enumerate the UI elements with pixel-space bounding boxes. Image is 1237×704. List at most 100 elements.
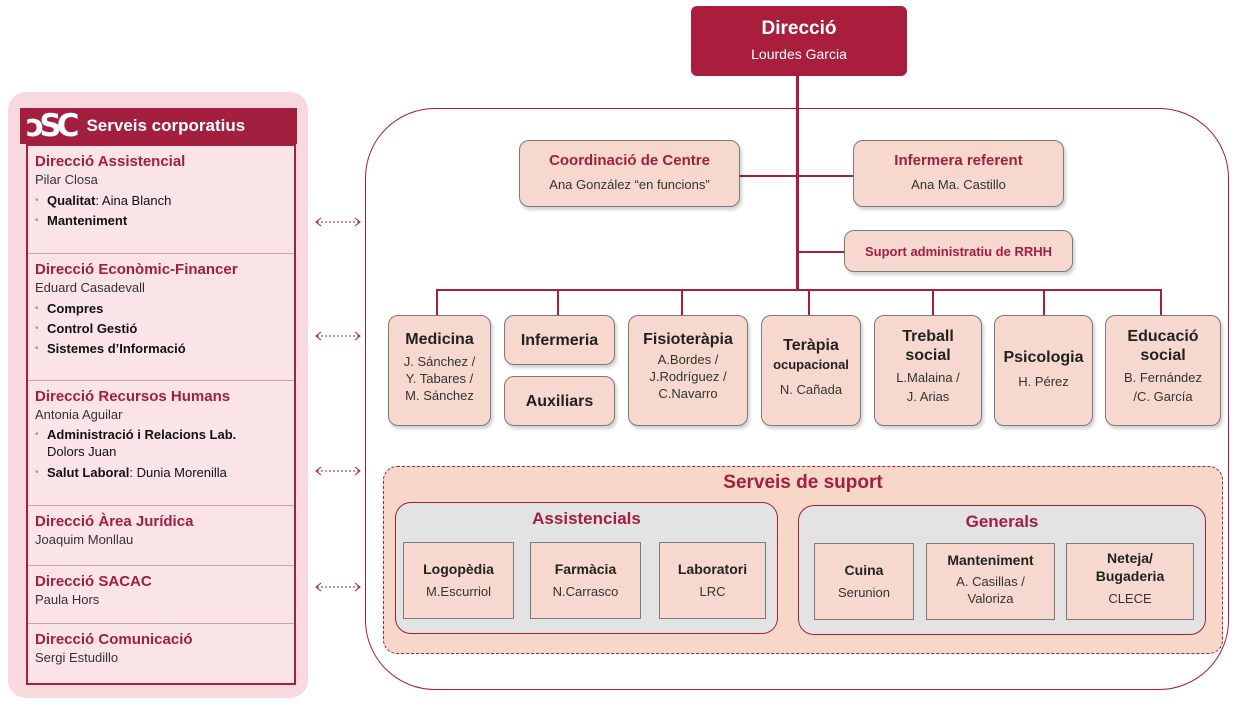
section-heading: Direcció Econòmic-Financer	[35, 261, 238, 278]
section-person: Antonia Aguilar	[35, 407, 123, 422]
dept-name: J.Rodríguez /	[649, 369, 727, 384]
leaf-manteniment: Manteniment A. Casillas / Valoriza	[926, 543, 1055, 620]
leaf-name: A. Casillas /	[956, 574, 1025, 589]
corp-section-economic: Direcció Econòmic-Financer Eduard Casade…	[28, 254, 294, 381]
dept-fisioterapia: Fisioteràpia A.Bordes / J.Rodríguez / C.…	[628, 315, 748, 426]
list-item: •Manteniment	[35, 211, 294, 231]
corp-section-juridica: Direcció Àrea Jurídica Joaquim Monllau	[28, 506, 294, 566]
leaf-subtitle: Bugaderia	[1095, 568, 1165, 584]
suport-rrhh-box: Suport administratiu de RRHH	[844, 230, 1073, 272]
dept-treball: Treball social L.Malaina / J. Arias	[874, 315, 982, 426]
dept-title: Teràpia	[783, 337, 839, 354]
leaf-neteja: Neteja/ Bugaderia CLECE	[1066, 543, 1194, 620]
double-arrow-icon	[315, 582, 361, 592]
bullet-icon: •	[35, 323, 39, 334]
section-heading: Direcció Assistencial	[35, 153, 186, 170]
double-arrow-icon	[315, 331, 361, 341]
dept-title: Infermeria	[520, 331, 599, 349]
infermera-title: Infermera referent	[894, 152, 1023, 169]
dept-name: N. Cañada	[779, 382, 843, 397]
infermera-box: Infermera referent Ana Ma. Castillo	[853, 140, 1064, 207]
bullet-icon: •	[35, 429, 39, 440]
connector-line	[436, 289, 438, 315]
double-arrow-icon	[315, 217, 361, 227]
dept-medicina: Medicina J. Sánchez / Y. Tabares / M. Sá…	[388, 315, 491, 426]
dept-subtitle: social	[905, 347, 951, 364]
corp-section-assistencial: Direcció Assistencial Pilar Closa •Quali…	[28, 146, 294, 254]
dept-name: C.Navarro	[658, 386, 718, 401]
direccio-name: Lourdes Garcia	[751, 46, 847, 62]
dept-subtitle: social	[1140, 347, 1186, 364]
section-person: Paula Hors	[35, 592, 100, 607]
corporate-list: Direcció Assistencial Pilar Closa •Quali…	[26, 144, 296, 685]
dept-title: Fisioteràpia	[643, 331, 733, 348]
leaf-title: Laboratori	[677, 561, 748, 577]
leaf-name: N.Carrasco	[552, 584, 619, 599]
leaf-title: Farmàcia	[554, 561, 617, 577]
connector-line	[1160, 289, 1162, 316]
dept-title: Treball	[902, 328, 954, 345]
leaf-title: Manteniment	[947, 552, 1034, 568]
corporate-title: Serveis corporatius	[86, 116, 246, 135]
section-heading: Direcció Comunicació	[35, 631, 193, 648]
generals-title: Generals	[965, 512, 1039, 531]
coordinacio-name: Ana González “en funcions”	[549, 177, 710, 192]
leaf-cuina: Cuina Serunion	[814, 543, 914, 620]
connector-line	[681, 289, 683, 316]
dept-name: J. Sánchez /	[403, 354, 476, 369]
section-person: Joaquim Monllau	[35, 532, 134, 547]
leaf-name: LRC	[699, 584, 726, 599]
leaf-logopedia: Logopèdia M.Escurriol	[403, 542, 514, 619]
bullet-icon: •	[35, 195, 39, 206]
leaf-name: Serunion	[837, 585, 891, 600]
corp-section-sacac: Direcció SACAC Paula Hors	[28, 566, 294, 624]
corp-section-rrhh: Direcció Recursos Humans Antonia Aguilar…	[28, 381, 294, 506]
dept-name: Y. Tabares /	[405, 371, 474, 386]
dept-infermeria: Infermeria	[504, 315, 615, 365]
list-item: •Salut Laboral: Dunia Morenilla	[35, 463, 294, 483]
infermera-name: Ana Ma. Castillo	[911, 177, 1006, 192]
list-item: •Sistemes d’Informació	[35, 339, 294, 359]
list-item: •Administració i Relacions Lab.Dolors Ju…	[35, 427, 237, 459]
dept-title: Educació	[1127, 328, 1199, 345]
connector-line	[798, 251, 844, 253]
dept-title: Auxiliars	[525, 392, 594, 410]
leaf-laboratori: Laboratori LRC	[659, 542, 766, 619]
coordinacio-title: Coordinació de Centre	[549, 152, 710, 169]
connector-line	[740, 175, 854, 177]
corp-section-comunicacio: Direcció Comunicació Sergi Estudillo	[28, 624, 294, 685]
section-heading: Direcció Recursos Humans	[35, 388, 231, 405]
section-person: Pilar Closa	[35, 172, 98, 187]
section-heading: Direcció Àrea Jurídica	[35, 513, 194, 530]
dept-title: Medicina	[405, 331, 474, 348]
dept-title: Psicologia	[1003, 349, 1084, 366]
section-heading: Direcció SACAC	[35, 573, 152, 590]
connector-line	[796, 76, 799, 290]
leaf-name: M.Escurriol	[425, 584, 491, 599]
assistencials-title: Assistencials	[532, 509, 641, 528]
dept-name: L.Malaina /	[896, 370, 960, 385]
direccio-title: Direcció	[761, 18, 837, 39]
bullet-icon: •	[35, 303, 39, 314]
leaf-name: CLECE	[1108, 591, 1152, 606]
dept-psicologia: Psicologia H. Pérez	[994, 315, 1093, 426]
dept-name: B. Fernández	[1123, 370, 1203, 385]
dept-name: M. Sánchez	[405, 388, 474, 403]
list-item: •Control Gestió	[35, 319, 294, 339]
dept-subtitle: ocupacional	[773, 357, 849, 372]
section-person: Eduard Casadevall	[35, 280, 145, 295]
leaf-title: Cuina	[844, 562, 884, 578]
dept-terapia: Teràpia ocupacional N. Cañada	[761, 315, 861, 426]
dsc-logo: ɔSC	[26, 107, 80, 144]
dept-name: H. Pérez	[1018, 374, 1069, 389]
coordinacio-box: Coordinació de Centre Ana González “en f…	[519, 140, 740, 207]
bullet-icon: •	[35, 215, 39, 226]
corporate-header: ɔSC Serveis corporatius	[20, 108, 297, 144]
dept-auxiliars: Auxiliars	[504, 376, 615, 426]
list-item: •Qualitat: Aina Blanch	[35, 191, 294, 211]
leaf-title: Neteja/	[1107, 550, 1153, 566]
connector-line	[808, 289, 810, 316]
dept-name: /C. García	[1133, 389, 1193, 404]
suport-rrhh-title: Suport administratiu de RRHH	[864, 243, 1053, 259]
dept-name: J. Arias	[906, 389, 950, 404]
